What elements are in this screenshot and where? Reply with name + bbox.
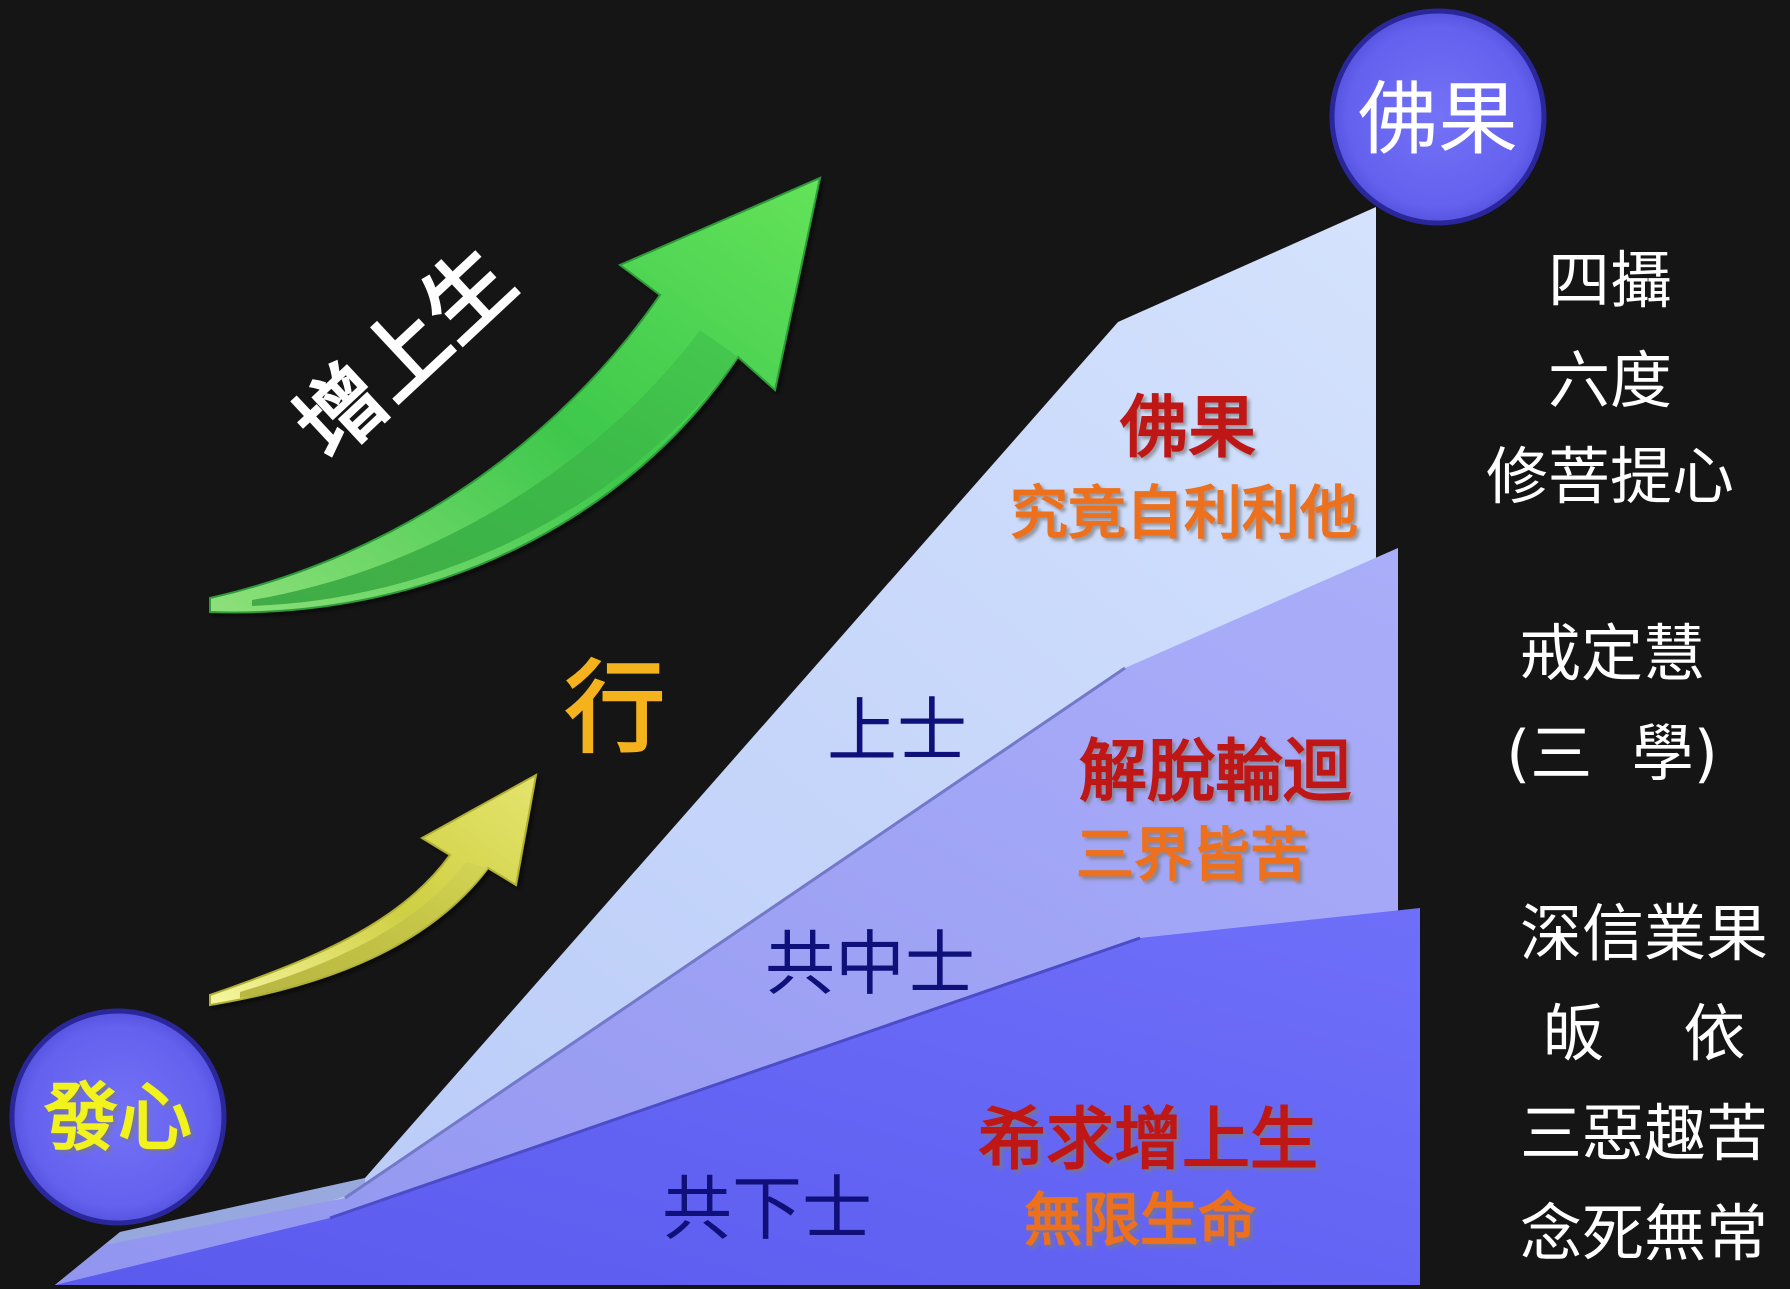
practice-lower-1: 深信業果: [1520, 897, 1768, 970]
green-arrow-label: 增上生: [277, 229, 534, 478]
practice-upper-3: 修菩提心: [1486, 440, 1734, 513]
tier-bottom-layer: [55, 908, 1420, 1285]
tier-middle-goal: 解脫輪迴: [1079, 733, 1352, 812]
tier-upper-subgoal: 究竟自利利他: [1010, 479, 1358, 547]
start-node: 發心: [9, 1008, 227, 1226]
tier-middle-subgoal: 三界皆苦: [1076, 821, 1308, 889]
tier-middle-name: 共中士: [765, 923, 975, 1005]
green-arrow: [209, 176, 822, 614]
practice-upper-1: 四攝: [1548, 244, 1672, 317]
practice-lower-4: 念死無常: [1520, 1197, 1768, 1270]
middle-arrow-label: 行: [565, 650, 665, 767]
tier-lower-name: 共下士: [662, 1168, 872, 1250]
practice-lower-2: 皈 依: [1543, 997, 1746, 1070]
goal-node-label: 佛果: [1358, 73, 1518, 166]
tier-upper-goal: 佛果: [1119, 389, 1256, 468]
practice-middle-1: 戒定慧: [1519, 617, 1705, 690]
practice-lower-3: 三惡趣苦: [1520, 1097, 1768, 1170]
goal-node: 佛果: [1329, 8, 1547, 226]
practice-middle-2: (三 學): [1506, 717, 1718, 790]
tier-upper-name: 上士: [827, 690, 967, 772]
tier-lower-goal: 希求增上生: [978, 1101, 1318, 1180]
yellow-arrow: [209, 773, 538, 1007]
tier-lower-subgoal: 無限生命: [1024, 1186, 1256, 1254]
practice-upper-2: 六度: [1548, 344, 1672, 417]
start-node-label: 發心: [43, 1075, 192, 1161]
